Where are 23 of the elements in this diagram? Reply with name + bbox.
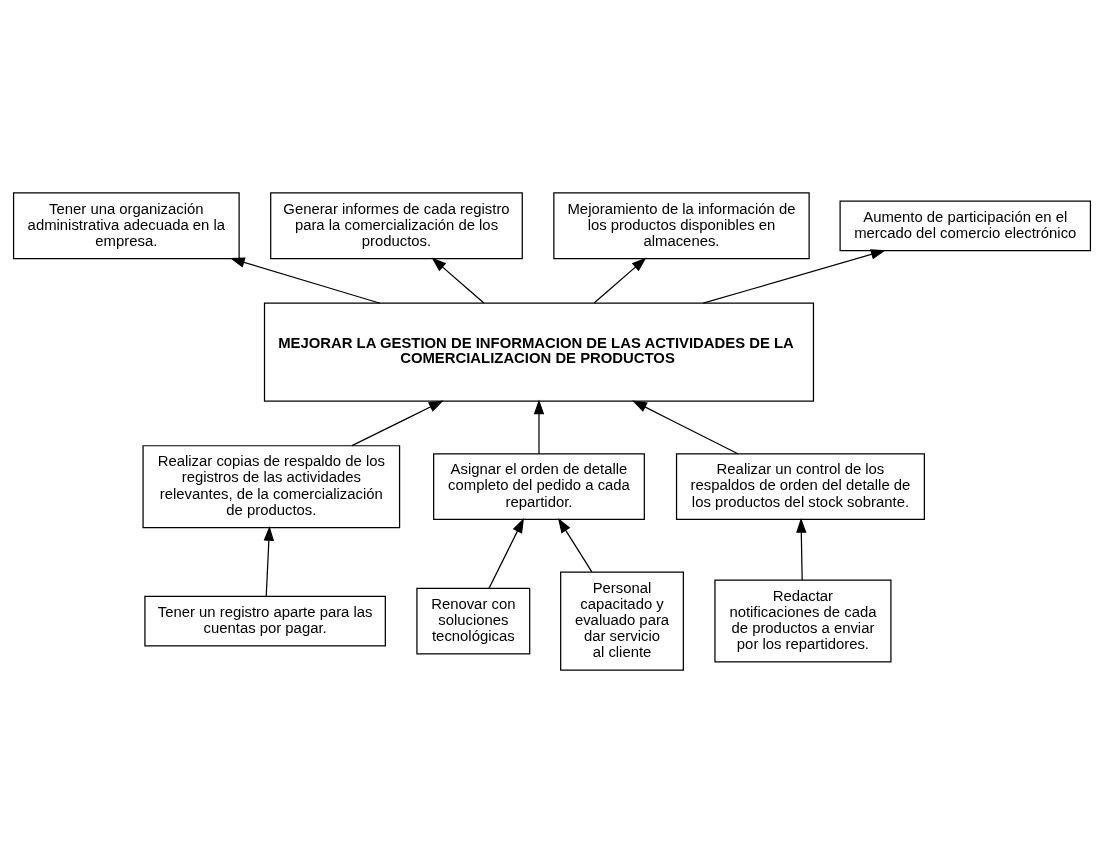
node-box: Renovar con soluciones tecnológicas bbox=[416, 587, 531, 655]
arrow bbox=[229, 257, 381, 304]
arrow bbox=[351, 400, 444, 447]
arrow bbox=[263, 525, 275, 597]
node-box: Tener un registro aparte para las cuentas por pagar. bbox=[144, 595, 386, 647]
node-box: Aumento de participación en el mercado del comercio electrónico bbox=[839, 200, 1092, 252]
node-box: Generar informes de cada registro para la comercialización de los productos. bbox=[270, 192, 523, 260]
arrow bbox=[557, 518, 593, 573]
node-box: Mejoramiento de la información de los productos disponibles en almacenes. bbox=[553, 192, 810, 260]
arrow bbox=[488, 518, 524, 589]
node-box: Asignar el orden de detalle completo del pedido a cada repartidor. bbox=[433, 453, 645, 521]
arrow bbox=[533, 399, 545, 455]
node-box: Tener una organización administrativa adecuada en la empresa. bbox=[12, 192, 240, 260]
arrow bbox=[796, 517, 807, 581]
arrow bbox=[431, 257, 485, 304]
arrow bbox=[702, 249, 886, 304]
node-box: Realizar un control de los respaldos de orden del detalle de los productos del stock sobrante. bbox=[675, 453, 925, 521]
node-box: Redactar notificaciones de cada de productos a enviar por los repartidores. bbox=[714, 579, 892, 663]
node-box: Personal capacitado y evaluado para dar servicio al cliente bbox=[560, 571, 684, 671]
node-box: Realizar copias de respaldo de los registros de las actividades relevantes, de la comercialización de productos. bbox=[142, 445, 401, 529]
arrow bbox=[593, 257, 647, 304]
arrow bbox=[632, 400, 739, 455]
node-box: MEJORAR LA GESTION DE INFORMACION DE LAS ACTIVIDADES DE LA COMERCIALIZACION DE PRODUCTOS bbox=[263, 302, 815, 402]
